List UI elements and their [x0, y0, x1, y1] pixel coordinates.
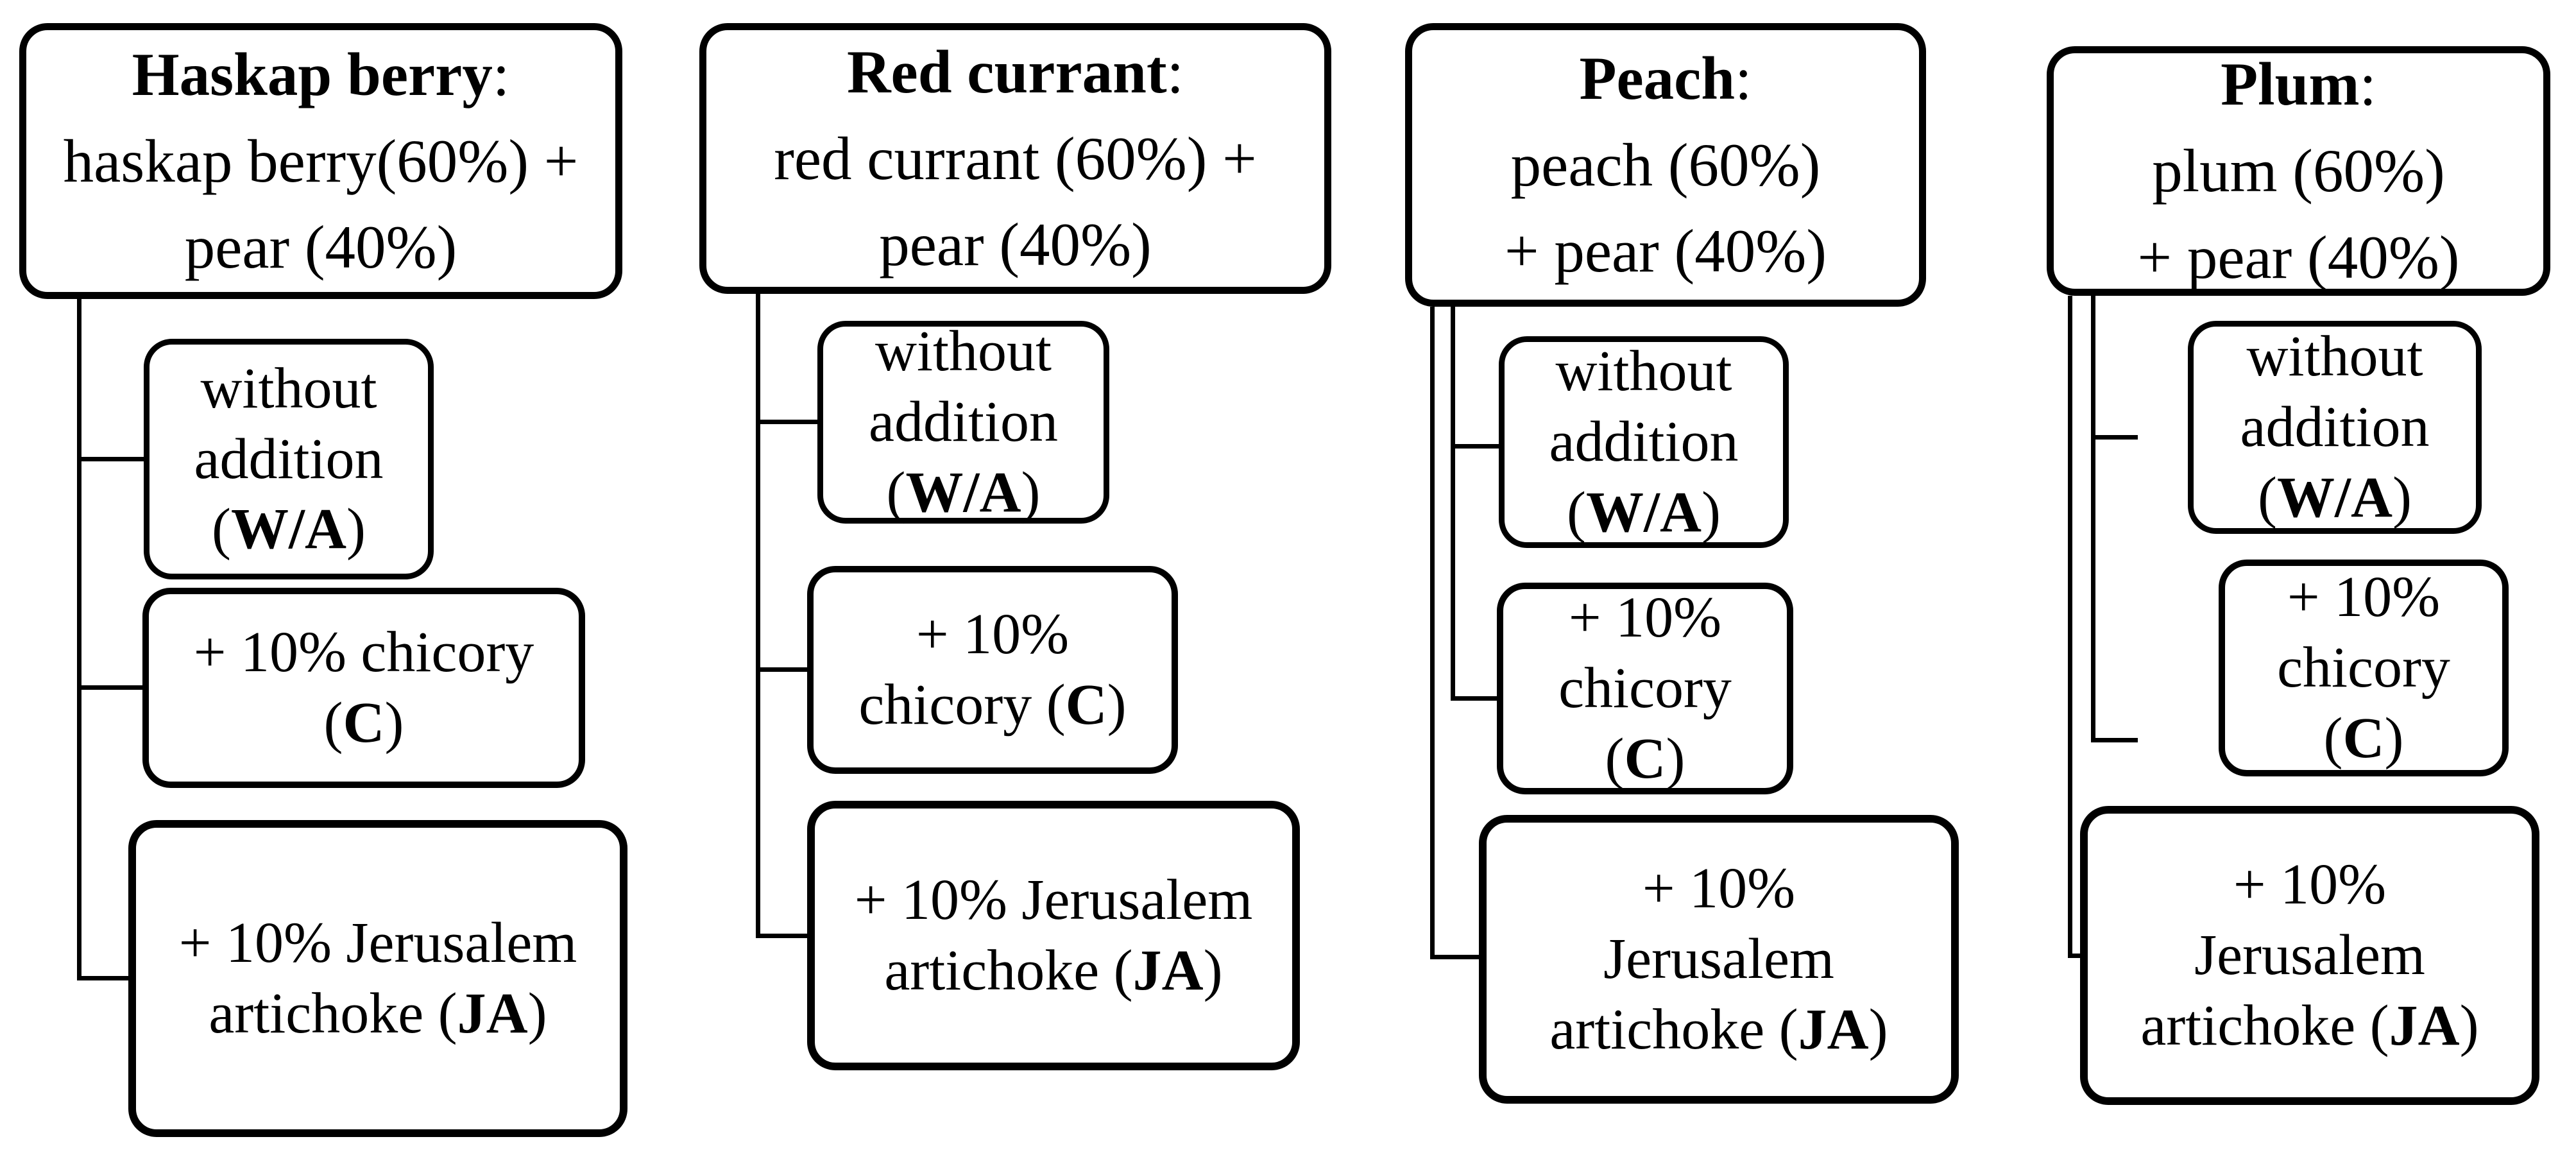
node-text-line: chicory	[1558, 656, 1732, 721]
node-text-line: + 10%	[916, 603, 1070, 667]
node-text-line: artichoke (JA)	[209, 982, 547, 1045]
node-text-line: red currant (60%) +	[774, 124, 1257, 193]
connector-red-currant-stub-ja	[756, 934, 810, 938]
node-haskap-berry-chicory: + 10% chicory(C)	[142, 588, 585, 788]
node-text-line: peach (60%)	[1510, 130, 1821, 199]
connector-plum-stub-ja	[2068, 954, 2083, 958]
node-text-line: artichoke (JA)	[884, 939, 1223, 1002]
node-text-line: + 10%	[1568, 586, 1722, 650]
connector-haskap-stub-wa	[77, 457, 146, 461]
node-text-line: (W/A)	[886, 460, 1041, 524]
node-plum-chicory: + 10% chicory(C)	[2219, 560, 2509, 776]
connector-peach-stub-c	[1451, 696, 1499, 701]
node-text-line: Peach:	[1579, 44, 1752, 112]
node-text-line: + 10%	[2233, 853, 2387, 917]
node-text-line: without	[200, 356, 377, 420]
node-text-line: without	[1555, 339, 1732, 404]
node-text-line: addition	[2240, 395, 2430, 459]
connector-red-currant-stub-c	[756, 667, 810, 672]
connector-plum-trunk-outer	[2068, 296, 2072, 958]
node-text-line: + pear (40%)	[2137, 223, 2460, 291]
node-text-line: artichoke (JA)	[1549, 997, 1888, 1061]
connector-peach-stub-ja	[1430, 955, 1481, 959]
node-haskap-berry-jerusalem-artichoke: + 10% Jerusalem artichoke (JA)	[128, 820, 627, 1137]
node-text-line: chicory	[2277, 636, 2450, 700]
node-haskap-berry-without-addition: without addition(W/A)	[144, 339, 434, 579]
node-text-line: Jerusalem	[2194, 923, 2425, 988]
connector-haskap-stub-c	[77, 685, 145, 690]
node-red-currant-jerusalem-artichoke: + 10% Jerusalem artichoke (JA)	[807, 801, 1300, 1070]
node-text-line: addition	[869, 390, 1058, 454]
node-text-line: chicory (C)	[858, 673, 1127, 737]
node-text-line: (C)	[2323, 706, 2404, 770]
node-haskap-berry-parent: Haskap berry: haskap berry(60%) + pear (40…	[19, 23, 622, 299]
connector-plum-trunk-inner	[2091, 296, 2095, 742]
node-peach-chicory: + 10%chicory(C)	[1497, 583, 1793, 794]
node-text-line: Jerusalem	[1603, 927, 1834, 991]
connector-red-currant-stub-wa	[756, 420, 820, 424]
node-text-line: (C)	[1605, 726, 1685, 791]
node-text-line: + 10% Jerusalem	[178, 911, 577, 975]
connector-plum-stub-c	[2091, 738, 2138, 742]
node-text-line: artichoke (JA)	[2140, 993, 2479, 1057]
node-text-line: pear (40%)	[879, 210, 1152, 279]
node-text-line: haskap berry(60%) +	[63, 126, 579, 195]
node-text-line: Plum:	[2221, 50, 2376, 119]
node-text-line: plum (60%)	[2152, 137, 2445, 205]
node-text-line: + 10%	[1642, 857, 1796, 921]
node-text-line: addition	[194, 427, 384, 491]
connector-plum-stub-wa	[2091, 435, 2138, 440]
connector-haskap-stub-ja	[77, 976, 131, 980]
node-text-line: Red currant:	[846, 37, 1184, 106]
node-plum-parent: Plum: plum (60%) + pear (40%)	[2047, 46, 2550, 296]
node-text-line: (W/A)	[212, 497, 366, 561]
node-text-line: + 10% Jerusalem	[854, 868, 1253, 932]
connector-peach-stub-wa	[1451, 444, 1502, 449]
node-text-line: (C)	[323, 691, 404, 755]
node-text-line: without	[874, 320, 1052, 384]
connector-haskap-trunk	[77, 299, 81, 980]
connector-red-currant-trunk	[756, 294, 760, 938]
connector-peach-trunk-inner	[1451, 307, 1455, 701]
node-text-line: Haskap berry:	[132, 40, 510, 108]
connector-peach-trunk-outer	[1430, 307, 1435, 959]
node-text-line: without	[2246, 325, 2423, 389]
node-text-line: (W/A)	[2258, 465, 2412, 529]
node-text-line: + 10% chicory	[193, 620, 534, 685]
node-red-currant-parent: Red currant: red currant (60%) + pear (40%…	[699, 23, 1331, 294]
node-peach-parent: Peach: peach (60%) + pear (40%)	[1405, 23, 1926, 307]
node-red-currant-chicory: + 10%chicory (C)	[807, 566, 1178, 774]
node-text-line: addition	[1549, 410, 1739, 474]
node-text-line: + pear (40%)	[1505, 217, 1827, 286]
node-text-line: (W/A)	[1567, 480, 1721, 544]
node-text-line: pear (40%)	[184, 213, 457, 282]
node-text-line: + 10%	[2287, 565, 2441, 629]
